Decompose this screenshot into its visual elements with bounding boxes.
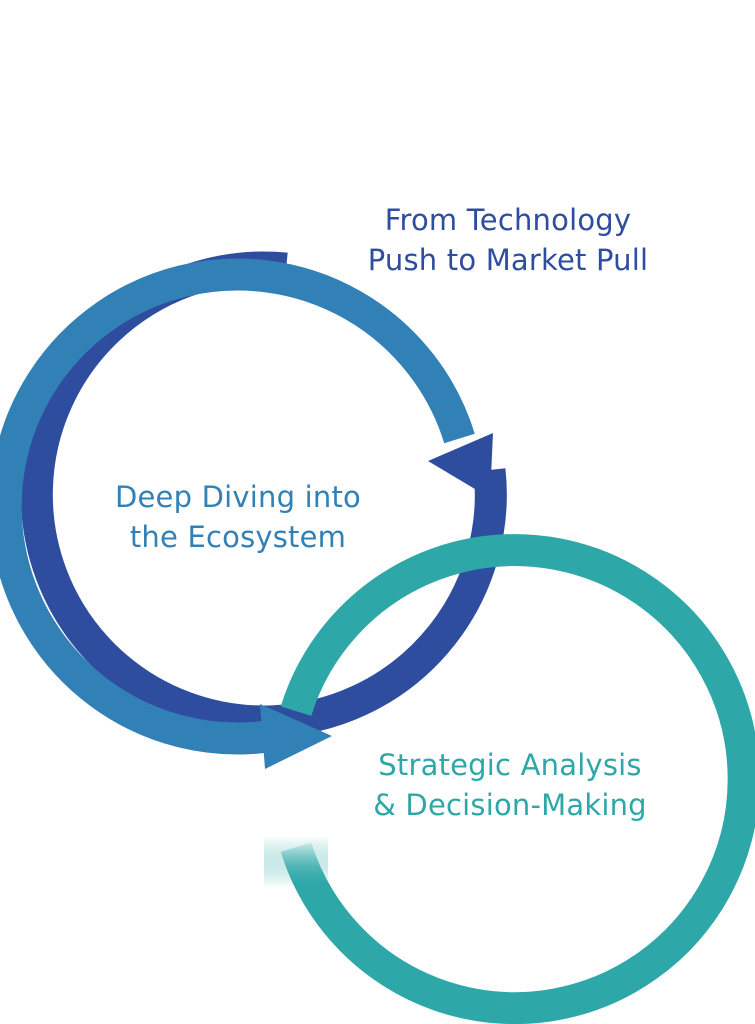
stage-2-label-line-1: Deep Diving into [114,480,361,514]
stage-3-arc [280,534,755,1024]
stage-2-label: Deep Diving into the Ecosystem [68,477,408,557]
stage-2-ring [0,258,475,769]
stage-3-ring [264,534,755,1024]
stage-2-arrowhead [260,704,332,769]
stage-3-label-line-1: Strategic Analysis [378,748,642,782]
stage-2-label-line-2: the Ecosystem [129,520,347,554]
stage-3-label-line-2: & Decision-Making [373,788,647,822]
stage-1-label-line-2: Push to Market Pull [367,243,649,277]
stage-2-arc [0,258,475,755]
stage-1-label-line-1: From Technology [384,203,632,237]
stage-1-label: From Technology Push to Market Pull [338,200,678,280]
stage-3-label: Strategic Analysis & Decision-Making [340,745,680,825]
stage-1-arrowhead [428,433,493,498]
stage-3-fade [264,836,328,888]
